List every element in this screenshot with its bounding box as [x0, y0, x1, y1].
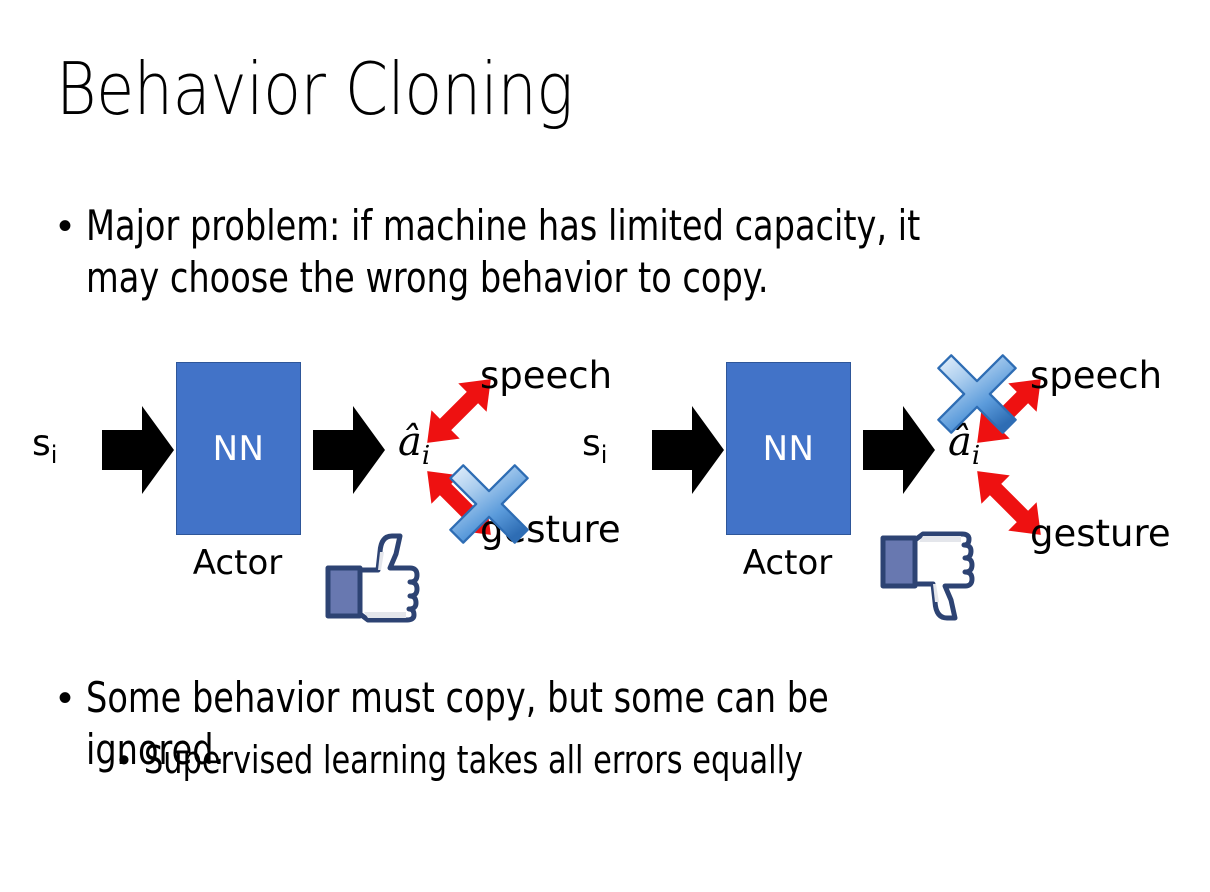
- input-arrow-right: [652, 406, 724, 494]
- speech-label-right: speech: [1030, 354, 1163, 397]
- cross-out-gesture-icon-left: [449, 464, 529, 544]
- output-arrow-left: [313, 406, 385, 494]
- bullet-supervised-learning: • Supervised learning takes all errors e…: [118, 736, 1178, 784]
- bullet-major-problem: • Major problem: if machine has limited …: [58, 200, 1178, 304]
- bullet-some-behavior-text: Some behavior must copy, but some can be…: [86, 673, 829, 774]
- action-label-left: âi: [398, 419, 431, 471]
- nn-box-label-left: NN: [212, 428, 265, 469]
- speech-label-left: speech: [480, 354, 613, 397]
- actor-caption-right: Actor: [742, 543, 833, 583]
- gesture-label-right: gesture: [1030, 512, 1171, 555]
- bullet-marker-icon: •: [58, 204, 73, 248]
- output-arrow-right: [863, 406, 935, 494]
- actor-caption-left: Actor: [192, 543, 283, 583]
- diagram-bad-case: si NN Actor âi speech: [568, 340, 1171, 640]
- state-label-left: si: [32, 423, 58, 470]
- bullet-marker-icon: •: [118, 741, 130, 779]
- thumbs-up-icon: [325, 533, 420, 623]
- input-arrow-left: [102, 406, 174, 494]
- thumbs-down-icon: [880, 531, 975, 621]
- nn-box-right: NN: [726, 362, 851, 535]
- state-label-right: si: [582, 423, 608, 470]
- diagram-good-case: si NN Actor âi speech gesture: [18, 340, 621, 640]
- nn-box-left: NN: [176, 362, 301, 535]
- speech-arrow-right: [977, 379, 1041, 443]
- bullet-major-problem-text: Major problem: if machine has limited ca…: [86, 201, 921, 302]
- gesture-arrow-right: [977, 471, 1041, 535]
- bullet-marker-icon: •: [58, 676, 73, 720]
- action-label-right: âi: [948, 419, 981, 471]
- cross-out-speech-icon-right: [937, 354, 1017, 434]
- nn-box-label-right: NN: [762, 428, 815, 469]
- bullet-supervised-learning-text: Supervised learning takes all errors equ…: [143, 738, 803, 782]
- speech-arrow-left: [427, 379, 491, 443]
- bullet-some-behavior: • Some behavior must copy, but some can …: [58, 672, 1188, 776]
- page-title: Behavior Cloning: [56, 47, 573, 131]
